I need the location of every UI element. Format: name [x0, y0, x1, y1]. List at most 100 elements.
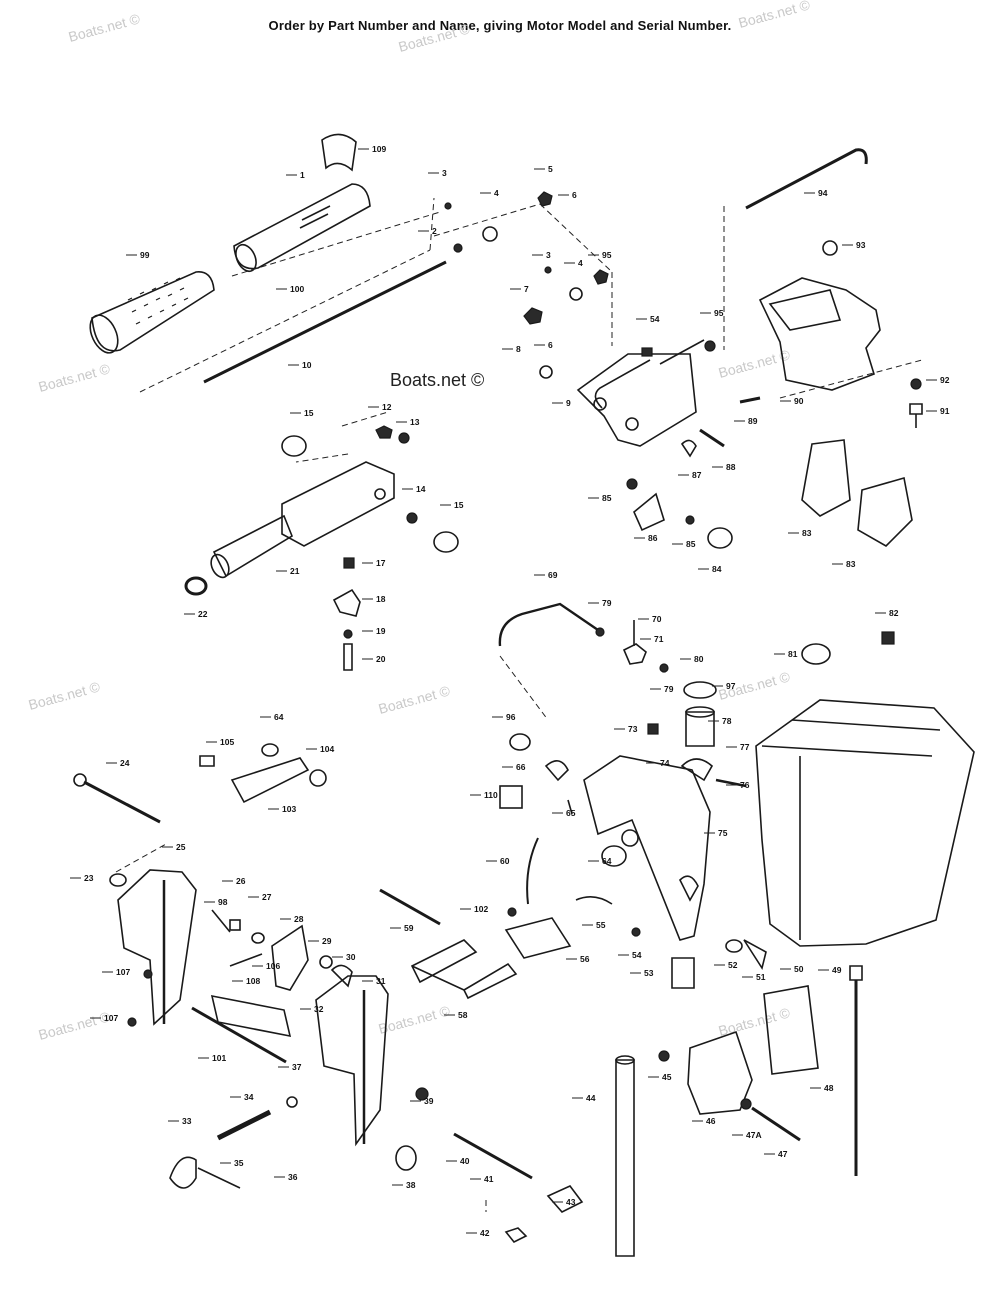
part-number-label: 24: [120, 758, 130, 768]
part-number-label: 96: [506, 712, 516, 722]
part-number-label: 29: [322, 936, 332, 946]
part-number-label: 51: [756, 972, 766, 982]
part-number-label: 64: [602, 856, 612, 866]
part-number-label: 69: [548, 570, 558, 580]
part-number-label: 82: [889, 608, 899, 618]
part-number-label: 14: [416, 484, 426, 494]
part-number-label: 7: [524, 284, 529, 294]
part-number-label: 75: [718, 828, 728, 838]
part-number-label: 4: [494, 188, 499, 198]
throttle-grip: [89, 271, 215, 354]
part-number-label: 85: [686, 539, 696, 549]
part-number-label: 87: [692, 470, 702, 480]
part-number-label: 88: [726, 462, 736, 472]
part-number-label: 85: [602, 493, 612, 503]
part-number-label: 90: [794, 396, 804, 406]
part-number-label: 10: [302, 360, 312, 370]
part-number-label: 8: [516, 344, 521, 354]
watermark-layer: Boats.net © Boats.net © Boats.net © Boats.n…: [27, 0, 813, 1043]
part-number-label: 89: [748, 416, 758, 426]
watermark-text: Boats.net ©: [737, 0, 813, 31]
part-number-label: 84: [712, 564, 722, 574]
cover-83b: [857, 476, 913, 547]
watermark-text: Boats.net ©: [390, 370, 484, 390]
part-number-label: 77: [740, 742, 750, 752]
cover-50: [763, 985, 819, 1075]
part-number-label: 12: [382, 402, 392, 412]
part-number-label: 20: [376, 654, 386, 664]
page-title: Order by Part Number and Name, giving Mo…: [268, 18, 732, 33]
watermark-text: Boats.net ©: [37, 1008, 113, 1043]
part-number-label: 17: [376, 558, 386, 568]
part-number-label: 27: [262, 892, 272, 902]
part-number-label: 38: [406, 1180, 416, 1190]
part-number-label: 31: [376, 976, 386, 986]
part-number-label: 1: [300, 170, 305, 180]
part-number-label: 33: [182, 1116, 192, 1126]
part-number-label: 95: [714, 308, 724, 318]
part-number-label: 53: [644, 968, 654, 978]
part-number-label: 110: [484, 790, 498, 800]
part-number-label: 55: [596, 920, 606, 930]
part-number-label: 5: [548, 164, 553, 174]
part-number-label: 22: [198, 609, 208, 619]
part-number-label: 102: [474, 904, 488, 914]
part-number-label: 23: [84, 873, 94, 883]
part-number-label: 43: [566, 1197, 576, 1207]
part-number-label: 37: [292, 1062, 302, 1072]
part-number-label: 91: [940, 406, 950, 416]
part-number-label: 36: [288, 1172, 298, 1182]
part-number-label: 95: [602, 250, 612, 260]
part-number-label: 97: [726, 681, 736, 691]
clamp-bracket-31: [315, 975, 389, 1147]
part-number-label: 86: [648, 533, 658, 543]
part-number-label: 80: [694, 654, 704, 664]
part-number-label: 32: [314, 1004, 324, 1014]
part-number-label: 100: [290, 284, 304, 294]
part-number-label: 28: [294, 914, 304, 924]
part-number-label: 40: [460, 1156, 470, 1166]
clamp-46: [687, 1030, 753, 1115]
part-number-label: 101: [212, 1053, 226, 1063]
plate-103: [230, 757, 310, 804]
part-number-label: 25: [176, 842, 186, 852]
callout-labels: 1234563495768910991001099493549592919089…: [70, 144, 950, 1238]
part-number-label: 106: [266, 961, 280, 971]
cover-83a: [801, 439, 851, 517]
part-number-label: 15: [304, 408, 314, 418]
part-number-label: 41: [484, 1174, 494, 1184]
part-number-label: 6: [572, 190, 577, 200]
part-number-label: 50: [794, 964, 804, 974]
shaft-10: [203, 260, 447, 384]
watermark-text: Boats.net ©: [397, 20, 473, 55]
part-number-label: 21: [290, 566, 300, 576]
swivel-shaft-21: [210, 461, 395, 579]
sleeve-109: [321, 133, 357, 172]
part-number-label: 76: [740, 780, 750, 790]
part-number-label: 107: [116, 967, 130, 977]
part-number-label: 65: [566, 808, 576, 818]
cover-90: [758, 277, 881, 391]
rod-94: [745, 148, 868, 210]
watermark-text: Boats.net ©: [377, 682, 453, 717]
part-number-label: 46: [706, 1116, 716, 1126]
part-number-label: 107: [104, 1013, 118, 1023]
watermark-text: Boats.net ©: [67, 10, 143, 45]
part-number-label: 44: [586, 1093, 596, 1103]
part-number-label: 79: [602, 598, 612, 608]
steering-bracket-75: [583, 755, 711, 941]
part-number-label: 83: [846, 559, 856, 569]
part-number-label: 66: [516, 762, 526, 772]
part-number-label: 70: [652, 614, 662, 624]
throttle-tube: [233, 183, 371, 273]
part-number-label: 73: [628, 724, 638, 734]
part-number-label: 99: [140, 250, 150, 260]
part-number-label: 108: [246, 976, 260, 986]
watermark-text: Boats.net ©: [717, 1004, 793, 1039]
part-number-label: 104: [320, 744, 334, 754]
part-number-label: 64: [274, 712, 284, 722]
part-number-label: 48: [824, 1083, 834, 1093]
part-number-label: 94: [818, 188, 828, 198]
part-number-label: 15: [454, 500, 464, 510]
